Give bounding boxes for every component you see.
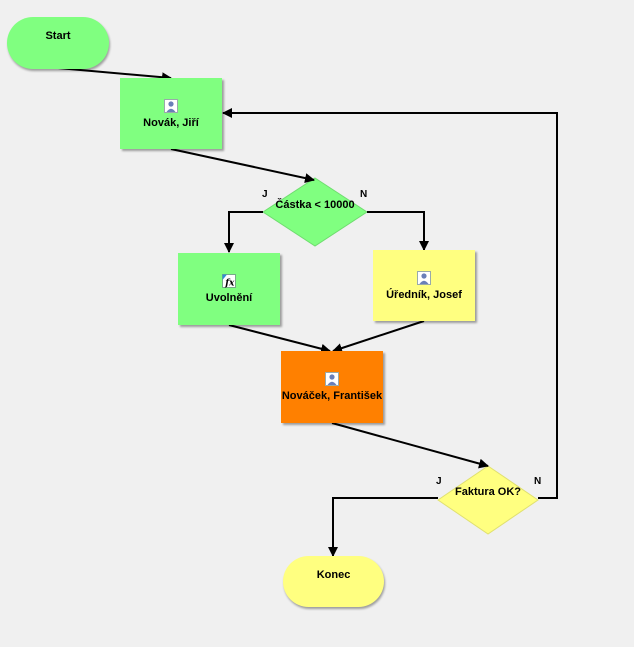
task-novacek-label: Nováček, František — [281, 390, 383, 402]
connector-castka-yes-to-uvolneni — [224, 211, 263, 253]
decision-castka-no-label: N — [360, 189, 368, 200]
user-icon — [164, 98, 178, 113]
connector-uvolneni-to-novacek — [228, 324, 331, 354]
svg-text:fx: fx — [224, 279, 235, 289]
decision-faktura-yes-label: J — [436, 476, 442, 487]
decision-faktura-no-label: N — [534, 476, 542, 487]
user-icon — [417, 270, 431, 285]
task-urednik-label: Úředník, Josef — [386, 288, 462, 301]
decision-castka-shape[interactable] — [262, 177, 368, 247]
end-terminal[interactable]: Konec — [283, 556, 384, 607]
decision-castka-yes-label: J — [262, 189, 268, 200]
task-novacek[interactable]: Nováček, František — [281, 351, 383, 423]
user-icon — [325, 372, 339, 386]
connector-castka-no-to-urednik — [367, 211, 429, 251]
task-urednik[interactable]: Úředník, Josef — [373, 250, 475, 321]
connector-novak-to-castka — [170, 148, 315, 183]
start-label: Start — [45, 30, 71, 42]
connector-urednik-to-novacek — [332, 320, 425, 353]
task-uvolneni-label: Uvolnění — [205, 292, 253, 304]
end-label: Konec — [316, 569, 351, 581]
decision-faktura-shape[interactable] — [437, 465, 539, 535]
connector-novacek-to-faktura — [331, 422, 489, 469]
function-icon: fx — [222, 274, 236, 288]
task-novak-label: Novák, Jiří — [143, 116, 199, 129]
connector-faktura-no-loop-to-novak — [222, 108, 558, 499]
task-uvolneni[interactable]: fx Uvolnění — [178, 253, 280, 325]
connector-faktura-yes-to-konec — [328, 497, 438, 557]
start-terminal[interactable]: Start — [7, 17, 109, 69]
connector-start-to-novak — [57, 67, 172, 83]
task-novak[interactable]: Novák, Jiří — [120, 78, 222, 149]
